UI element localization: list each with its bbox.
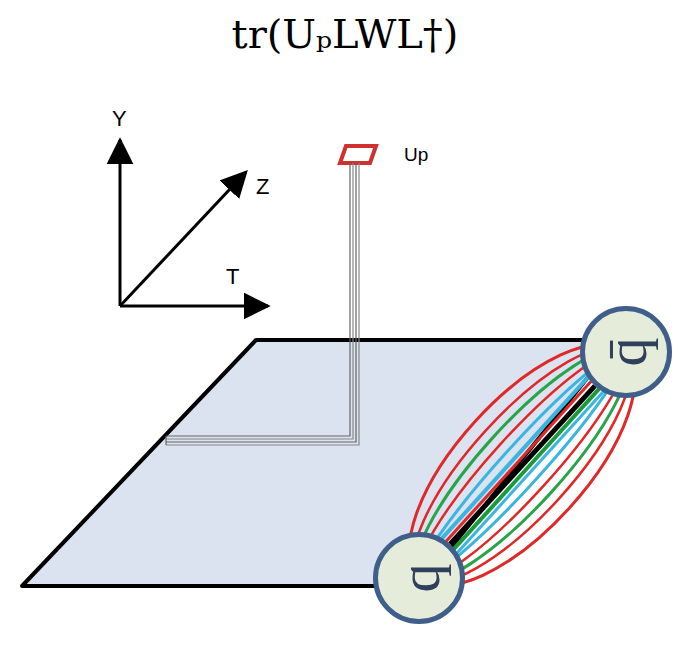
- axis-label: T: [226, 266, 239, 288]
- formula-title: tr(UₚLWL†): [232, 14, 459, 54]
- axes: [120, 140, 268, 306]
- plaquette: [340, 146, 376, 163]
- plaquette-label: Up: [404, 145, 428, 164]
- axis-label: Z: [256, 176, 269, 198]
- quark-label: q: [390, 564, 448, 593]
- quark-circle: q̄: [580, 306, 672, 398]
- flux-tube: [372, 309, 671, 620]
- axis-label: Y: [112, 108, 127, 130]
- wilson-loop-plane: [22, 340, 618, 586]
- flux-line: [450, 386, 595, 544]
- link-bundle: [166, 163, 359, 445]
- quark-circle: q: [373, 532, 465, 624]
- quark-label: q̄: [597, 338, 655, 367]
